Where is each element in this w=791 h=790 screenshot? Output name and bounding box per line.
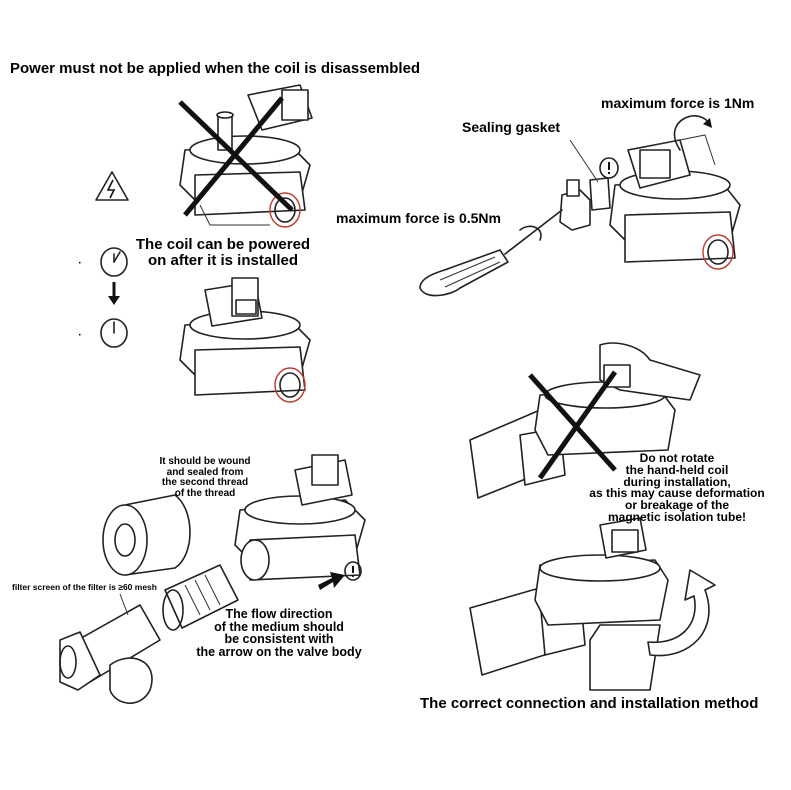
threaded-nipple xyxy=(162,564,239,631)
wound-line-2: and sealed from xyxy=(166,466,244,478)
valve-flow-illustration xyxy=(234,454,366,581)
rotate-line-4: as this may cause deformation xyxy=(589,486,765,501)
rotate-line-6: magnetic isolation tube! xyxy=(607,509,746,524)
rotate-line-3: during installation, xyxy=(623,474,731,489)
flow-line-1: The flow direction xyxy=(225,607,333,621)
valve-torque-illustration xyxy=(609,115,741,270)
filter-screen-label: filter screen of the filter is ≥60 mesh xyxy=(12,582,157,592)
flow-arrow-icon xyxy=(318,572,345,590)
max-force-05nm-label: maximum force is 0.5Nm xyxy=(336,210,501,226)
valve-correct-illustration xyxy=(469,517,669,691)
valve-disassembled-illustration xyxy=(179,84,313,228)
high-voltage-warning-icon xyxy=(95,171,129,201)
flow-direction-note: The flow direction of the medium should … xyxy=(184,608,374,658)
cross-mark xyxy=(178,96,294,217)
sealing-gasket-label: Sealing gasket xyxy=(462,119,561,135)
caution-icon xyxy=(599,157,619,179)
flow-line-2: of the medium should xyxy=(214,619,344,634)
flow-line-4: the arrow on the valve body xyxy=(196,644,362,659)
max-force-1nm-label: maximum force is 1Nm xyxy=(601,95,755,111)
rotate-line-5: or breakage of the xyxy=(624,498,730,512)
down-arrow-icon xyxy=(108,282,120,305)
filter-pipe-illustration xyxy=(59,593,161,704)
clock-icon xyxy=(100,247,128,277)
sealing-gasket-shape xyxy=(569,139,611,211)
rotate-line-1: Do not rotate xyxy=(639,451,715,465)
rotation-arrow-icon xyxy=(647,569,716,657)
wound-seal-note: It should be wound and sealed from the s… xyxy=(140,456,270,499)
wound-line-3: the second thread xyxy=(161,477,249,488)
power-warning-title: Power must not be applied when the coil … xyxy=(10,60,421,77)
valve-installed-illustration xyxy=(179,277,311,403)
rotate-line-2: the hand-held coil xyxy=(625,462,729,477)
wound-line-4: of the thread xyxy=(174,487,236,499)
correct-method-title: The correct connection and installation … xyxy=(420,695,759,712)
coil-nut-illustration xyxy=(559,179,591,231)
wound-line-1: It should be wound xyxy=(159,456,251,467)
cross-mark xyxy=(528,370,618,480)
clock-icon xyxy=(100,318,128,348)
coil-powered-label: The coil can be powered on after it is i… xyxy=(132,237,314,269)
coil-powered-line-2: on after it is installed xyxy=(147,251,299,269)
coil-powered-line-1: The coil can be powered xyxy=(135,236,311,253)
screwdriver-illustration xyxy=(419,209,563,297)
ptfe-tape-roll xyxy=(102,494,191,576)
flow-line-3: be consistent with xyxy=(224,632,334,646)
svg-text:•: • xyxy=(78,332,82,339)
caution-icon xyxy=(344,561,362,581)
svg-text:•: • xyxy=(78,260,82,267)
do-not-rotate-note: Do not rotate the hand-held coil during … xyxy=(572,451,782,524)
